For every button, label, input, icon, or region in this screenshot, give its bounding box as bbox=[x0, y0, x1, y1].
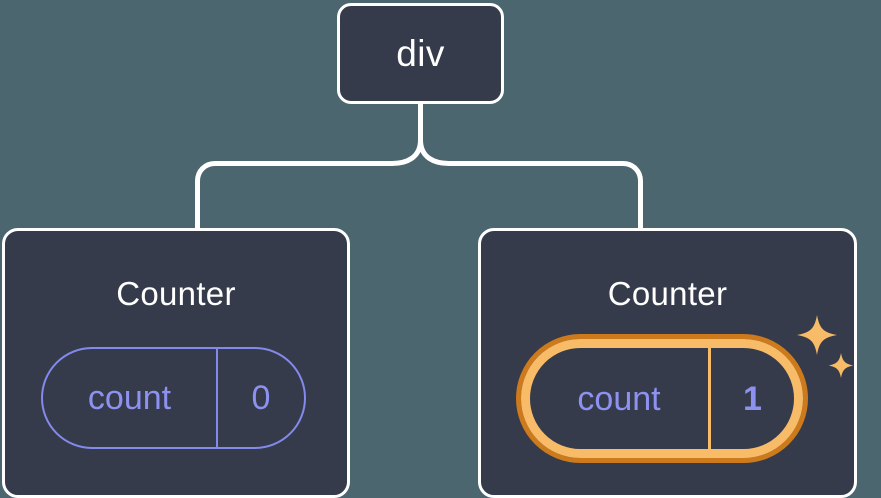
connector-branch-right bbox=[418, 137, 643, 231]
state-key: count bbox=[577, 379, 661, 418]
state-value: 1 bbox=[743, 379, 762, 418]
state-pill-body: count 1 bbox=[521, 339, 803, 458]
connector-branch-left bbox=[195, 137, 423, 231]
state-key: count bbox=[87, 379, 172, 417]
state-pill-divider bbox=[216, 349, 218, 447]
node-title: Counter bbox=[116, 275, 236, 312]
node-root-label: div bbox=[396, 33, 445, 74]
state-pill-right[interactable]: count 1 bbox=[516, 334, 808, 463]
node-title: Counter bbox=[607, 275, 728, 312]
state-value: 0 bbox=[251, 379, 271, 417]
node-root-div[interactable]: div bbox=[337, 3, 504, 104]
state-pill-divider bbox=[708, 348, 711, 449]
state-pill-highlight-ring bbox=[516, 334, 808, 463]
state-pill-body: count 0 bbox=[41, 347, 306, 449]
state-pill-left[interactable]: count 0 bbox=[41, 347, 306, 449]
